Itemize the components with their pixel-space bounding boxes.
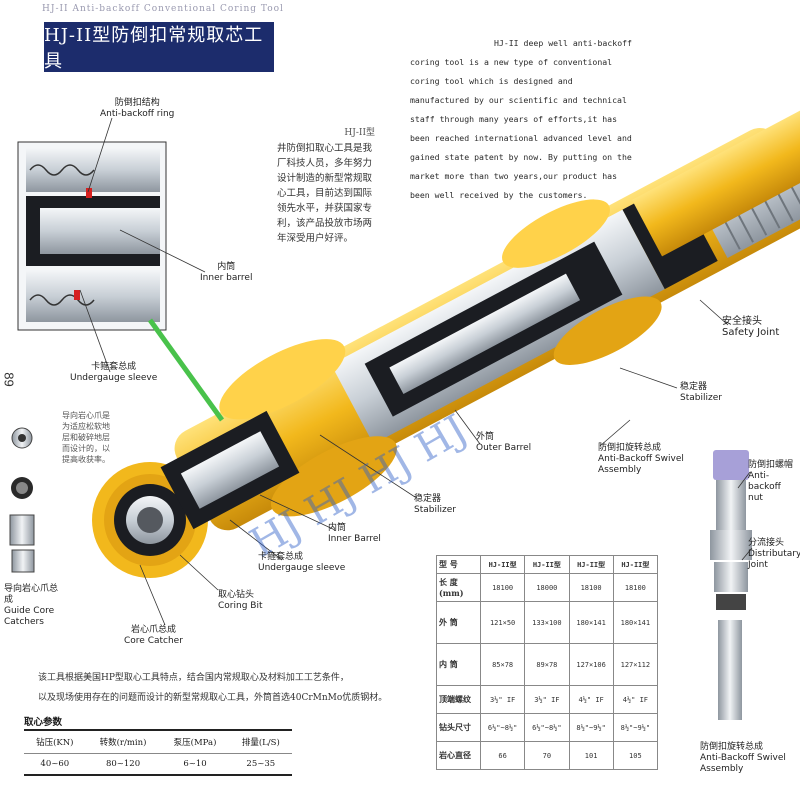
table-row: 钻头尺寸 6½"~8½" 6½"~8½" 8½"~9½" 8½"~9½" [436,713,659,742]
params-value: 80~120 [105,759,141,769]
params-table: 钻压(KN) 转数(r/min) 泵压(MPa) 排量(L/S) 40~60 8… [24,729,292,776]
cutaway-sleeve-shape [160,410,300,530]
guide-catcher-note: 导向岩心爪是为适应松软地层和破碎地层而设计的，以提高收获率。 [62,411,110,464]
running-header: HJ-II Anti-backoff Conventional Coring T… [42,4,284,14]
core-catcher-samples [9,427,35,573]
spec-model: HJ-II型 [568,555,614,574]
table-row: 外 筒 121×50 133×100 180×141 180×141 [436,601,659,644]
vertical-tool-shape [710,450,752,720]
spec-model: HJ-II型 [612,555,659,574]
label-undergauge-sleeve-left: 卡箍套总成 Undergauge sleeve [70,362,158,383]
intro-chinese: HJ-II型 井防倒扣取心工具是我厂科技人员，多年努力设计制造的新型常规取心工具… [277,126,375,246]
params-value: 40~60 [40,759,70,769]
label-swivel-assembly-right: 防倒扣旋转总成 Anti-Backoff Swivel Assembly [700,742,786,774]
label-inner-barrel-mid: 内筒 Inner Barrel [328,523,381,544]
intro-english-body: coring tool is a new type of conventiona… [410,57,632,200]
spec-model: HJ-II型 [524,555,570,574]
table-row: 长 度(mm) 18100 18000 18100 18100 [436,573,659,602]
params-header: 转数(r/min) [85,730,161,754]
upper-pipe-shape [632,96,800,257]
green-arrow [147,318,225,422]
label-guide-core-catchers: 导向岩心爪总成 Guide Core Catchers [4,584,59,627]
page-title: HJ-II型防倒扣常规取芯工具 [44,22,274,72]
label-safety-joint: 安全接头 Safety Joint [722,316,780,338]
intro-english: HJ-II deep well anti-backoff coring tool… [410,34,632,205]
label-coring-bit: 取心钻头 Coring Bit [218,590,263,611]
label-swivel-assembly: 防倒扣旋转总成 Anti-Backoff Swivel Assembly [598,443,684,475]
spec-model: HJ-II型 [479,555,526,574]
params-header: 钻压(KN) [24,730,86,754]
params-header: 排量(L/S) [229,730,292,754]
params-value: 25~35 [246,759,276,769]
params-header: 泵压(MPa) [160,730,230,754]
label-core-catcher: 岩心爪总成 Core Catcher [124,625,183,646]
params-title: 取心参数 [24,717,63,728]
table-row: 岩心直径 66 70 101 105 [436,741,659,770]
params-value: 6~10 [183,759,207,769]
label-distributary-joint: 分流接头 Distributary Joint [748,538,800,570]
page-number: 89 [1,372,17,387]
label-anti-backoff-nut: 防倒扣螺帽 Anti-backoff nut [748,460,794,503]
table-row: 顶端螺纹 3½" IF 3½" IF 4½" IF 4½" IF [436,685,659,714]
table-row: 内 筒 85×78 89×78 127×106 127×112 [436,643,659,686]
spec-table: 型 号 HJ-II型 HJ-II型 HJ-II型 HJ-II型 长 度(mm) … [436,555,659,770]
intro-english-lead: HJ-II deep well anti-backoff [493,38,632,48]
inset-detail [17,141,167,331]
label-anti-backoff-ring: 防倒扣结构 Anti-backoff ring [100,98,175,119]
intro-chinese-body: 井防倒扣取心工具是我厂科技人员，多年努力设计制造的新型常规取心工具，目前达到国际… [277,143,373,244]
label-stabilizer-right: 稳定器 Stabilizer [680,382,722,403]
spec-header-label: 型 号 [436,555,481,574]
label-outer-barrel: 外筒 Outer Barrel [476,432,532,453]
label-inner-barrel-top: 内筒 Inner barrel [200,262,253,283]
description-chinese: 该工具根据美国HP型取心工具特点，结合国内常规取心及材料加工工艺条件， 以及现场… [38,673,388,703]
label-stabilizer-mid: 稳定器 Stabilizer [414,494,456,515]
intro-chinese-caption: HJ-II型 [344,128,375,138]
label-undergauge-sleeve-mid: 卡箍套总成 Undergauge sleeve [258,552,346,573]
